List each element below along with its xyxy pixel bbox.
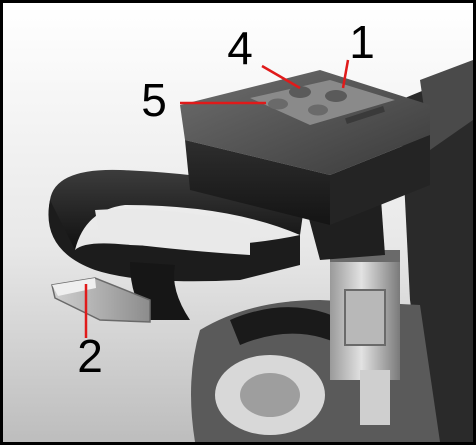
leader-line-4 bbox=[261, 64, 301, 90]
handle-opening bbox=[95, 209, 250, 255]
handle-grip-bottom bbox=[48, 200, 300, 282]
control-button bbox=[308, 104, 328, 116]
control-panel bbox=[250, 80, 395, 125]
callout-4: 4 bbox=[227, 22, 253, 74]
column-lower bbox=[360, 370, 390, 425]
control-housing-side bbox=[330, 135, 430, 225]
cable-loop bbox=[230, 307, 360, 350]
right-frame-arm bbox=[420, 60, 473, 150]
column-bracket bbox=[344, 289, 386, 346]
trigger-lever-highlight bbox=[52, 278, 96, 296]
leader-line-1 bbox=[341, 59, 350, 89]
callout-2: 2 bbox=[77, 330, 103, 382]
control-housing-front bbox=[185, 140, 330, 225]
lower-wheel-hub bbox=[240, 373, 300, 417]
control-button-4 bbox=[289, 86, 311, 98]
panel-label-strip bbox=[345, 105, 385, 125]
callout-1: 1 bbox=[349, 16, 375, 68]
control-button-1 bbox=[325, 90, 347, 102]
control-button-5 bbox=[268, 98, 288, 110]
callout-5: 5 bbox=[141, 74, 167, 126]
